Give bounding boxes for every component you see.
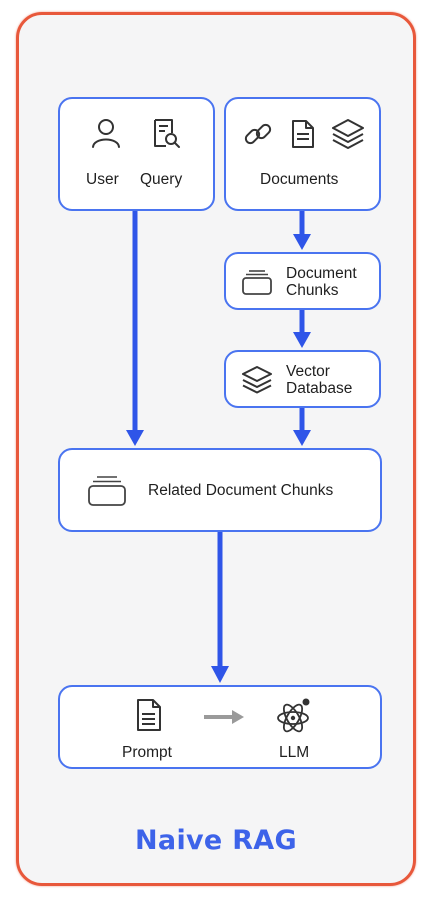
arrowhead-documents-to-chunks [293, 234, 311, 250]
link-icon [244, 123, 272, 145]
prompt-label: Prompt [122, 744, 172, 761]
document-icon [292, 120, 314, 148]
related-document-chunks-label: Related Document Chunks [148, 482, 334, 499]
arrowhead-query-to-related [126, 430, 144, 446]
user-label: User [86, 171, 119, 188]
related-document-chunks-box: Related Document Chunks [58, 448, 382, 532]
prompt-document-icon [137, 699, 161, 731]
document-chunks-label: Document Chunks [286, 265, 357, 299]
chunks-folder-icon [242, 270, 272, 295]
vector-database-box: Vector Database [224, 350, 381, 408]
atom-icon [277, 698, 310, 733]
query-document-icon [154, 119, 180, 148]
vector-database-label: Vector Database [286, 363, 352, 397]
arrowhead-chunks-to-vector [293, 332, 311, 348]
layers-icon [332, 119, 364, 149]
user-icon [92, 119, 120, 148]
documents-label: Documents [260, 171, 339, 188]
vector-database-line1: Vector [286, 363, 330, 380]
documents-box: Documents [224, 97, 381, 211]
prompt-llm-box: Prompt LLM [58, 685, 382, 769]
arrowhead-vector-to-related [293, 430, 311, 446]
arrowhead-related-to-prompt [211, 666, 229, 683]
vector-layers-icon [242, 366, 272, 394]
document-chunks-line2: Chunks [286, 282, 339, 299]
llm-label: LLM [279, 744, 310, 761]
query-label: Query [140, 171, 183, 188]
right-arrow-icon [204, 710, 244, 724]
diagram-title: Naive RAG [135, 825, 297, 856]
document-chunks-box: Document Chunks [224, 252, 381, 310]
vector-database-line2: Database [286, 380, 353, 397]
user-query-box: User Query [58, 97, 215, 211]
related-chunks-folder-icon [88, 476, 126, 506]
document-chunks-line1: Document [286, 265, 357, 282]
